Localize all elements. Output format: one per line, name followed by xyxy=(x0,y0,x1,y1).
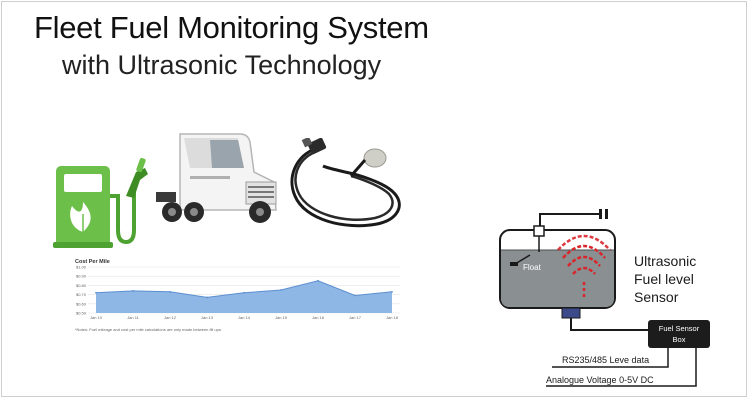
chart-y-ticks: $1.00 $0.90 $0.80 $0.70 $0.60 $0.50 xyxy=(76,265,87,316)
chart-x-tick-label: Jan 16 xyxy=(312,315,325,320)
chart-x-tick-label: Jan 18 xyxy=(386,315,399,320)
chart-area-series xyxy=(96,280,392,313)
fuel-sensor-box-label-1: Fuel Sensor xyxy=(659,324,700,333)
chart-y-tick-label: $0.80 xyxy=(76,283,87,288)
chart-y-tick-label: $0.90 xyxy=(76,274,87,279)
fuel-sensor-box-label-2: Box xyxy=(673,335,686,344)
chart-x-tick-label: Jan 11 xyxy=(127,315,139,320)
ultrasonic-sensor-cable-icon xyxy=(290,138,401,228)
chart-data-point xyxy=(169,290,171,293)
chart-data-point xyxy=(206,296,208,299)
chart-data-point xyxy=(280,289,282,291)
chart-data-point xyxy=(243,291,245,294)
chart-x-tick-label: Jan 10 xyxy=(90,315,103,320)
output-analogue-label: Analogue Voltage 0-5V DC xyxy=(546,375,654,385)
chart-x-tick-label: Jan 15 xyxy=(275,315,288,320)
fuel-sensor-box xyxy=(648,320,710,348)
chart-x-tick-label: Jan 17 xyxy=(349,315,362,320)
chart-x-tick-label: Jan 13 xyxy=(201,315,214,320)
cost-per-mile-chart: Cost Per Mile $1.00$0.90$0.80$0.70$0.60$… xyxy=(75,259,400,332)
ultrasonic-sensor xyxy=(561,307,581,319)
chart-data-point xyxy=(317,279,319,282)
chart-x-ticks: Jan 10 Jan 11 Jan 12 Jan 13 Jan 14 Jan 15 Jan … xyxy=(90,315,399,320)
chart-data-point xyxy=(391,290,393,293)
fuel-tank-sensor-diagram: Float Fuel Sensor Box RS235/485 Leve dat… xyxy=(499,209,710,387)
page-subtitle: with Ultrasonic Technology xyxy=(62,50,382,80)
sensor-label-line3: Sensor xyxy=(634,289,679,305)
chart-data-point xyxy=(132,290,134,292)
chart-footnote: *Notes: Fuel mileage and cost per mile c… xyxy=(75,327,222,332)
chart-x-tick-label: Jan 12 xyxy=(164,315,177,320)
chart-x-tick-label: Jan 14 xyxy=(238,315,251,320)
chart-title: Cost Per Mile xyxy=(75,259,110,265)
chart-data-point xyxy=(95,291,97,294)
truck-icon xyxy=(156,133,277,223)
ultrasonic-waves xyxy=(557,234,611,275)
chart-y-tick-label: $1.00 xyxy=(76,265,87,270)
page-title: Fleet Fuel Monitoring System xyxy=(34,10,429,45)
output-rs485-label: RS235/485 Leve data xyxy=(562,355,649,365)
chart-y-tick-label: $0.70 xyxy=(76,292,87,297)
sensor-label-line1: Ultrasonic xyxy=(634,253,696,269)
float-label: Float xyxy=(523,263,542,272)
chart-y-tick-label: $0.50 xyxy=(76,311,87,316)
sensor-label-line2: Fuel level xyxy=(634,271,694,287)
chart-y-tick-label: $0.60 xyxy=(76,301,87,306)
fuel-level xyxy=(501,250,614,307)
fuel-pump-icon xyxy=(53,157,148,248)
chart-data-point xyxy=(354,294,356,297)
